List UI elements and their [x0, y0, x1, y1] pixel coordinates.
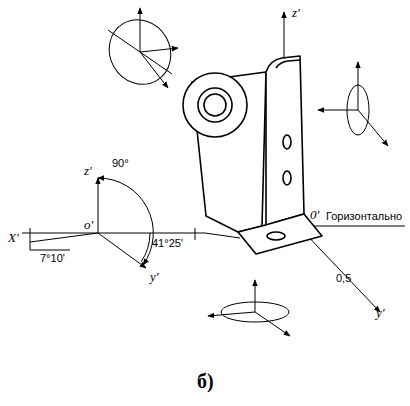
axis-arrow [208, 312, 255, 316]
horizontal-line [22, 233, 205, 234]
angle-arc [98, 178, 153, 265]
figure-caption: б) [197, 370, 214, 392]
dimension-label: z' [292, 6, 300, 20]
dimension-label: 41°25' [152, 237, 183, 249]
dimension-label: Горизонтально [326, 210, 402, 222]
y-axis [98, 233, 146, 268]
leader-line [205, 233, 240, 238]
leg-hole [283, 135, 291, 149]
angle-arc [141, 233, 150, 262]
leader-line [30, 250, 70, 251]
leg-hole [283, 171, 291, 185]
dimension-label: 7°10' [40, 252, 65, 264]
boss-hole [198, 88, 232, 122]
dimension-label: z' [84, 164, 92, 178]
axis-arrow [255, 312, 290, 336]
tick [195, 228, 196, 240]
plane-circles [98, 8, 388, 336]
dimension-label: X' [8, 231, 19, 245]
tick [30, 228, 31, 250]
leg-edge [276, 60, 300, 68]
axis-arrow [358, 110, 388, 146]
dimension-label: 90° [112, 157, 129, 169]
axis-arrow [318, 110, 358, 111]
base-leg [238, 214, 322, 254]
dimension-label: y' [150, 270, 159, 284]
x-axis [30, 233, 98, 242]
circle-xz [98, 8, 183, 95]
horizontal-line [305, 226, 405, 227]
dimension-label: y' [376, 306, 385, 320]
axis-arrow [140, 8, 141, 52]
boss [183, 73, 247, 137]
axis-arrow [358, 62, 359, 110]
bracket [183, 56, 322, 254]
dimension-label: 0' [310, 208, 319, 222]
dimension-label: o' [84, 218, 93, 232]
y-axis [300, 228, 380, 312]
axis-arrow [255, 280, 256, 312]
axis-arrow [140, 48, 178, 52]
z-axis [98, 178, 99, 233]
dimension-label: 0,5 [336, 272, 351, 284]
ellipse-axis [108, 30, 172, 74]
gusset-plate [192, 72, 266, 232]
boss-hole-edge [204, 94, 226, 116]
axis-arrow [140, 52, 168, 88]
base-hole [267, 232, 285, 240]
vertical-leg [266, 56, 304, 226]
